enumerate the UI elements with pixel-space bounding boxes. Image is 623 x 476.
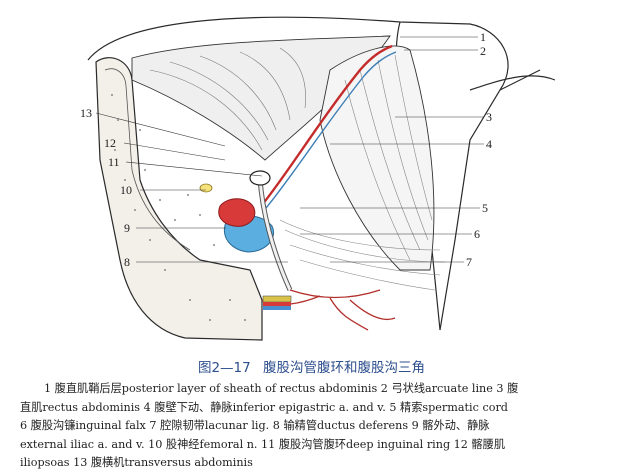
pelvic-bone xyxy=(95,57,263,341)
label-10: 10 xyxy=(120,183,132,197)
figure-caption: 图2—17 腹股沟管腹环和腹股沟三角 xyxy=(0,356,623,376)
external-iliac-artery xyxy=(218,198,256,227)
femoral-nerve xyxy=(199,183,213,193)
deep-inguinal-ring xyxy=(249,170,271,186)
figure-title: 腹股沟管腹环和腹股沟三角 xyxy=(263,360,426,376)
label-7: 7 xyxy=(466,255,472,269)
leader-lines xyxy=(95,36,484,263)
legend-line: 直肌rectus abdominis 4 腹壁下动、静脉inferior epi… xyxy=(20,400,508,414)
label-3: 3 xyxy=(486,110,492,124)
label-2: 2 xyxy=(480,44,486,58)
label-12: 12 xyxy=(104,136,116,150)
label-5: 5 xyxy=(482,201,488,215)
label-1: 1 xyxy=(480,30,486,44)
label-4: 4 xyxy=(486,137,492,151)
rectus-abdominis xyxy=(319,45,435,271)
label-13: 13 xyxy=(80,106,92,120)
label-6: 6 xyxy=(474,227,480,241)
legend-line: 6 腹股沟镰inguinal falx 7 腔隙韧带lacunar lig. 8… xyxy=(20,419,490,433)
legend-line: iliopsoas 13 腹横机transversus abdominis xyxy=(20,456,253,470)
figure-labels: 1 2 3 4 5 6 7 8 9 10 11 12 13 xyxy=(80,30,492,269)
label-8: 8 xyxy=(124,255,130,269)
legend-line: 1 腹直肌鞘后层posterior layer of sheath of rec… xyxy=(44,382,519,395)
figure-number: 图2—17 xyxy=(197,360,251,376)
spermatic-cord-lower xyxy=(262,295,292,310)
legend-line: external iliac a. and v. 10 股神经femoral n… xyxy=(20,437,506,451)
label-9: 9 xyxy=(124,221,130,235)
label-11: 11 xyxy=(108,155,120,169)
figure-legend: 1 腹直肌鞘后层posterior layer of sheath of rec… xyxy=(20,380,610,473)
inguinal-falx xyxy=(279,219,446,291)
inferior-epigastric-vessels xyxy=(261,44,397,209)
